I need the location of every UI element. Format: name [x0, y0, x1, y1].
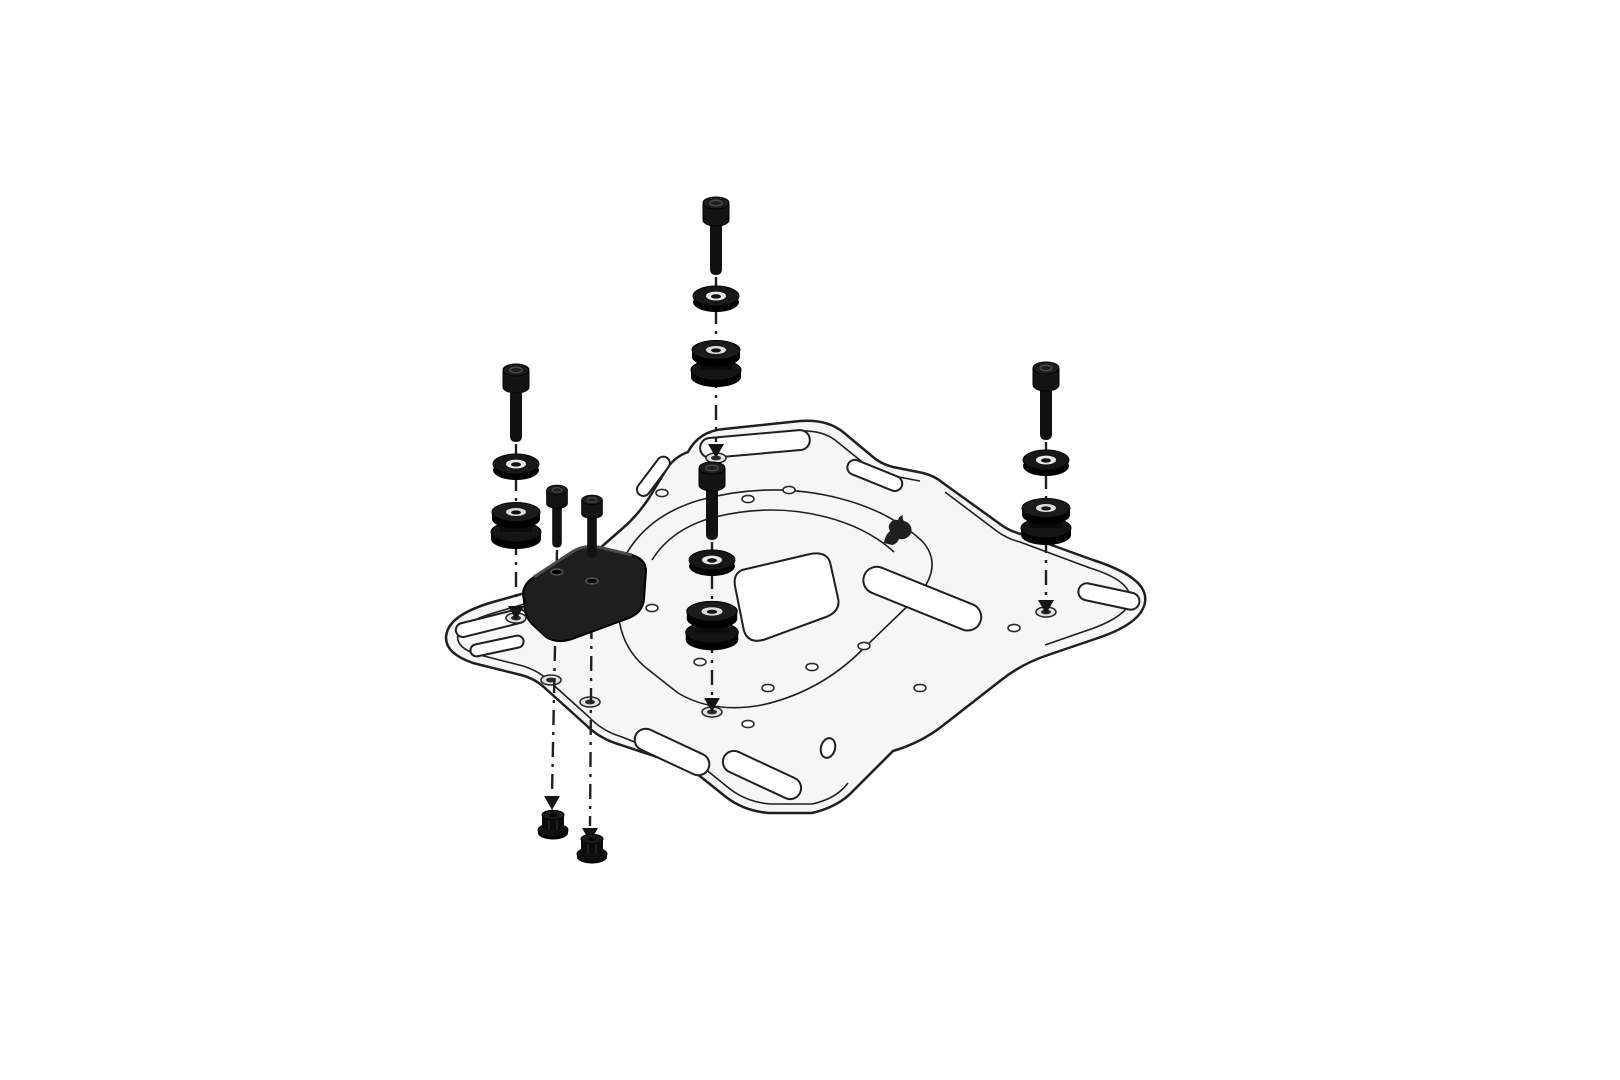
bracket-screw-hole-right: [585, 577, 599, 585]
cutout-bottom-slot-2: [721, 749, 803, 801]
plate-center-ridge: [651, 509, 895, 561]
cutout-upper-right-slot: [846, 458, 904, 493]
screw-left: [502, 363, 530, 443]
screw-right: [1032, 361, 1060, 441]
cutout-left-wing-slot-2: [469, 634, 525, 658]
adapter-rack-plate: [444, 419, 1147, 815]
nut-right: [576, 833, 608, 865]
cutout-small-oval: [819, 737, 837, 759]
cutout-center-opening: [733, 552, 840, 642]
plate-hole: [782, 485, 796, 495]
plate-hole: [693, 657, 707, 667]
washer-top-center: [692, 285, 740, 313]
bracket-top-edge-highlight: [533, 545, 633, 579]
plate-hole: [761, 683, 775, 693]
bracket-screw-left: [545, 484, 569, 549]
plate-hole: [857, 641, 871, 651]
cutout-top-handle-slot: [699, 429, 811, 459]
cutout-upper-left-slot: [635, 455, 671, 497]
plate-hole: [741, 494, 755, 504]
plate-hole: [741, 719, 755, 729]
grommet-center: [685, 600, 739, 651]
washer-center: [688, 549, 736, 577]
washer-left: [492, 453, 540, 481]
bracket-screw-hole-left: [550, 568, 564, 576]
plate-hole: [645, 603, 659, 613]
plate-inner-edge-right: [944, 491, 1131, 646]
washer-right: [1022, 449, 1070, 477]
nut-left: [537, 809, 569, 841]
grommet-right: [1020, 498, 1072, 546]
cutout-right-center-slot: [862, 565, 983, 632]
cutout-right-tip-slot: [1077, 582, 1141, 611]
horse-emblem-icon: [884, 515, 912, 545]
plate-inner-edge-bottom: [703, 767, 849, 805]
cutout-bottom-slot-1: [633, 727, 711, 777]
plate-hole: [913, 683, 927, 693]
down-arrow-icon: [544, 796, 560, 810]
grommet-top-center: [690, 340, 742, 388]
plate-hole: [805, 662, 819, 672]
plate-hole: [1007, 623, 1021, 633]
screw-top-center: [702, 196, 730, 276]
mount-hole-bracket-left: [540, 674, 562, 686]
front-mounting-bracket: [522, 545, 648, 643]
grommet-left: [490, 502, 542, 550]
plate-hole: [655, 488, 669, 498]
